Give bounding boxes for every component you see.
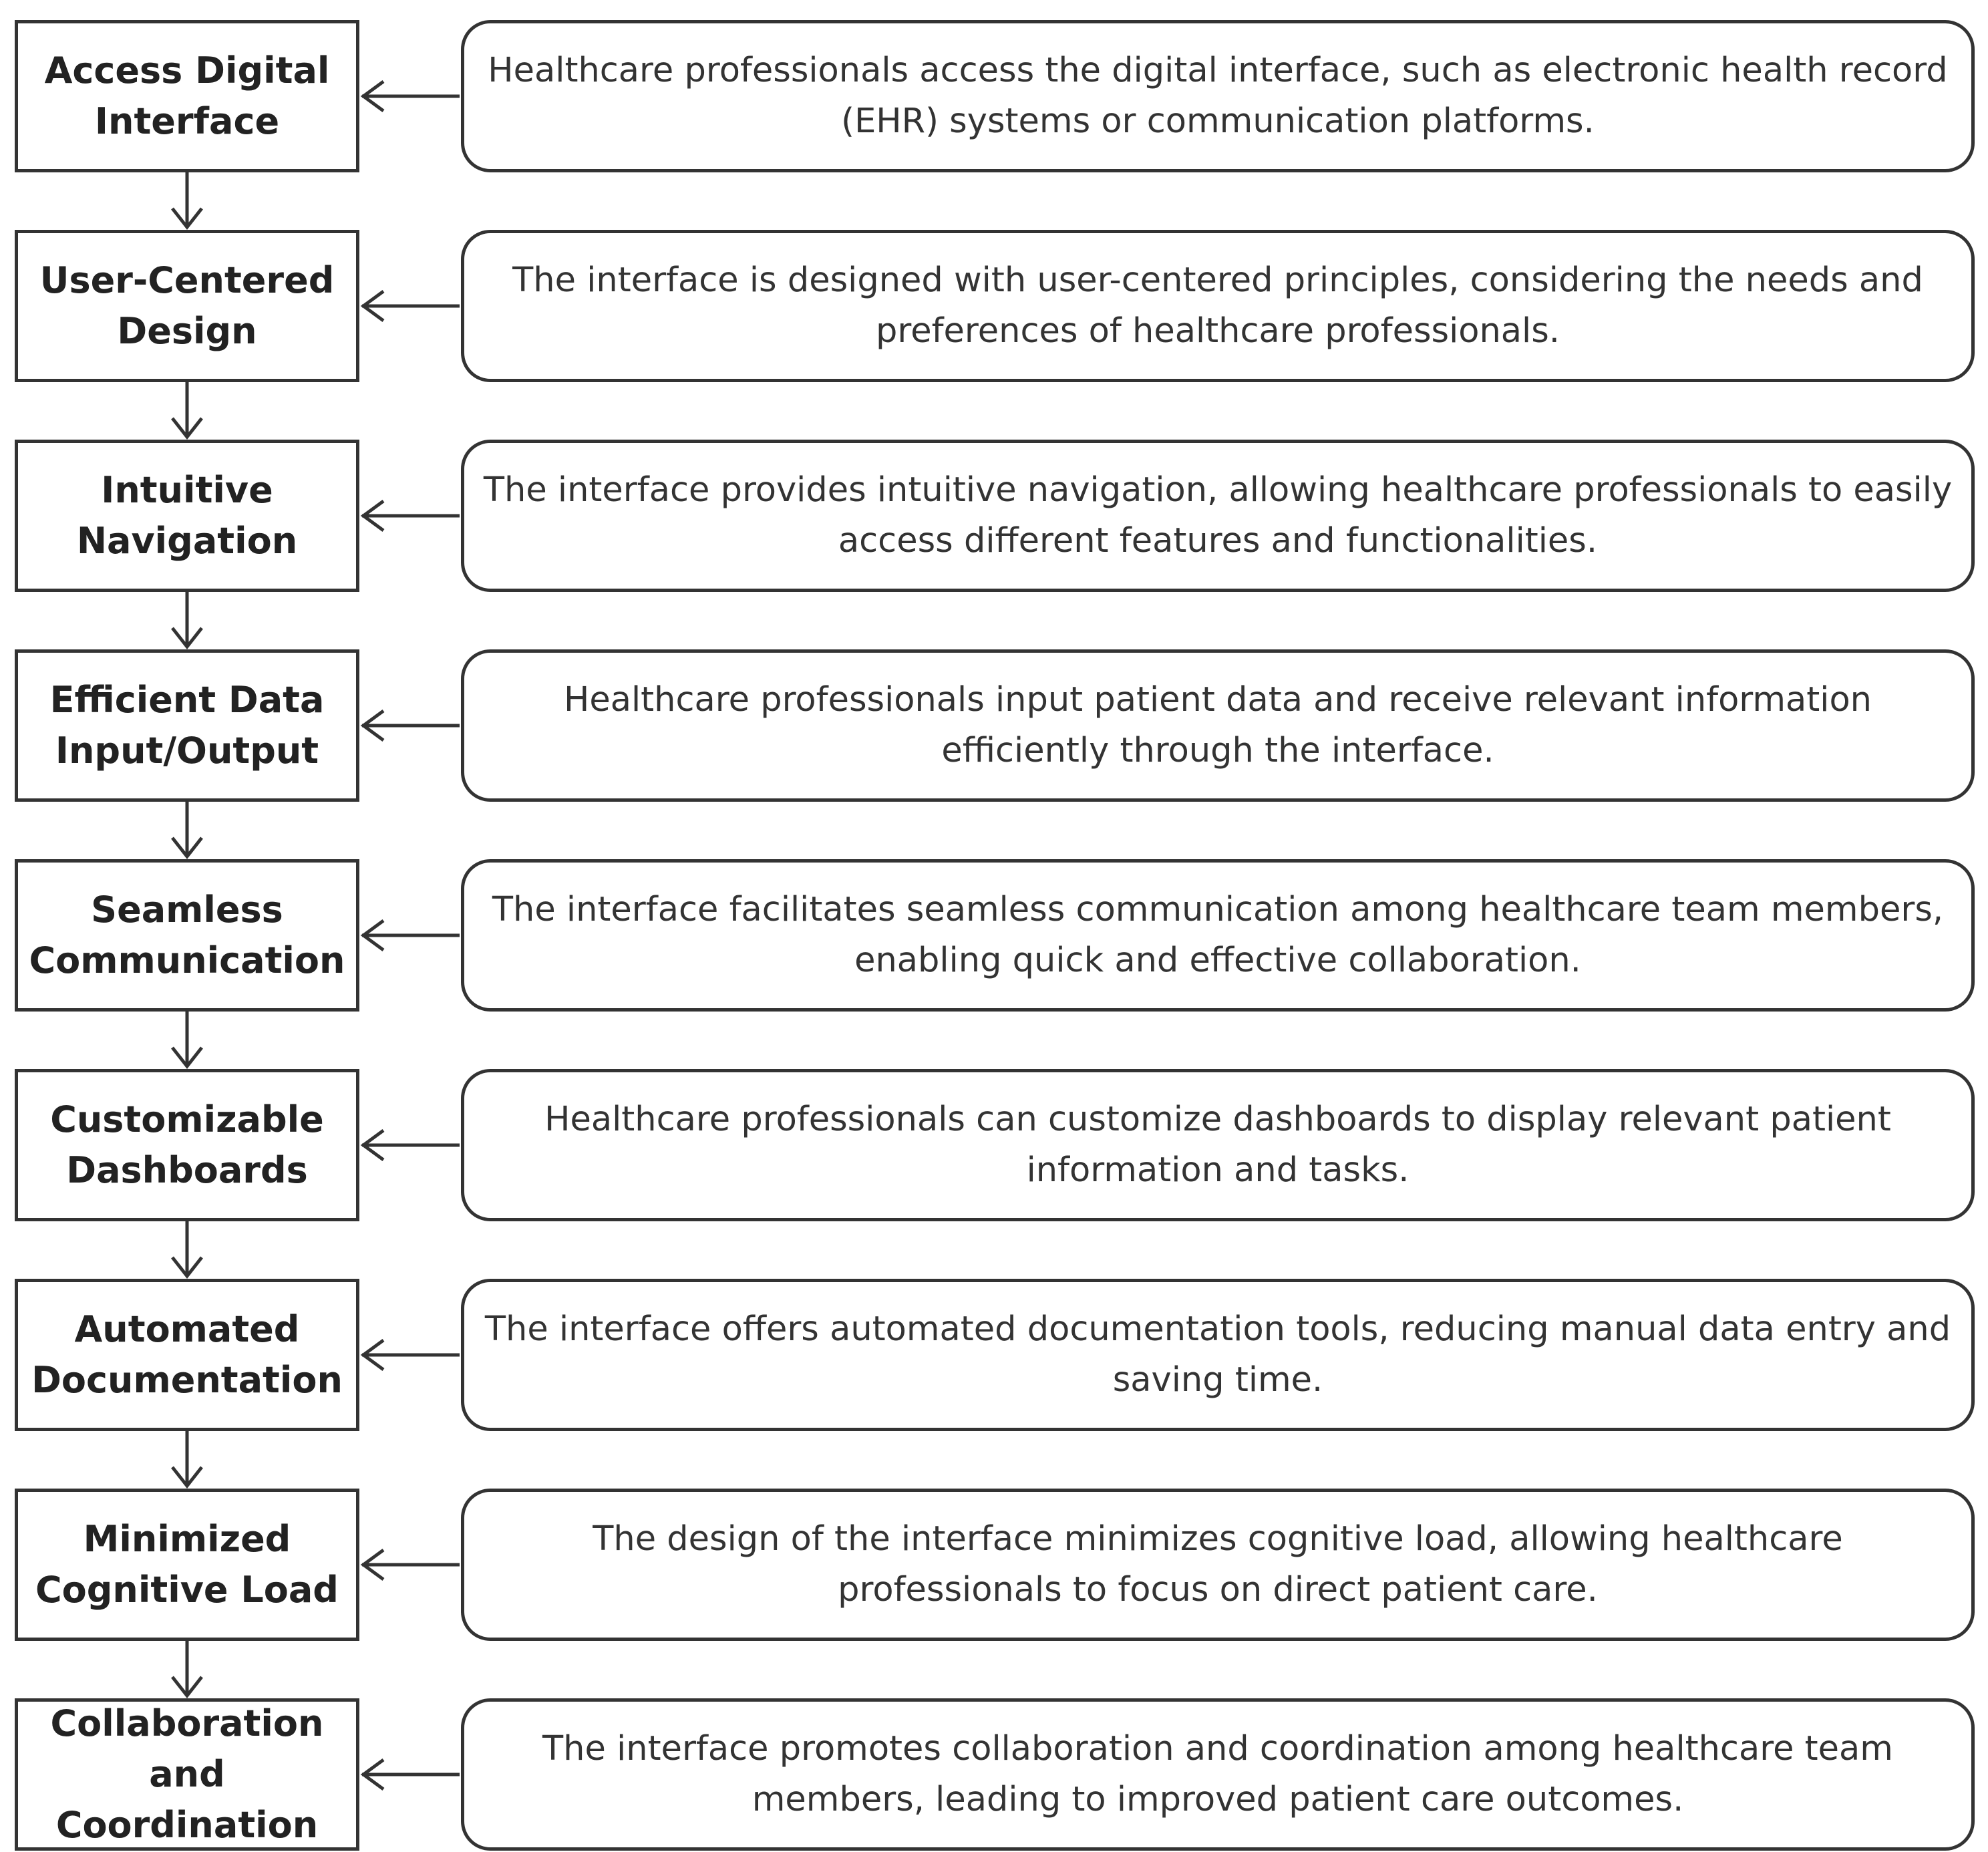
description-box-collaboration-and-coordination: The interface promotes collaboration and… [461, 1698, 1975, 1851]
down-arrowhead-icon [171, 1466, 203, 1489]
step-box-efficient-data-input-output: Efficient Data Input/Output [15, 649, 359, 802]
description-text: The interface provides intuitive navigat… [483, 470, 1953, 561]
description-text: Healthcare professionals access the digi… [488, 51, 1948, 141]
down-arrowhead-icon [171, 1046, 203, 1070]
step-box-user-centered-design: User-Centered Design [15, 230, 359, 382]
down-arrowhead-icon [171, 207, 203, 230]
down-arrowhead-icon [171, 627, 203, 650]
description-box-seamless-communication: The interface facilitates seamless commu… [461, 859, 1975, 1012]
description-text: The interface is designed with user-cent… [512, 261, 1923, 351]
description-box-customizable-dashboards: Healthcare professionals can customize d… [461, 1069, 1975, 1221]
step-box-minimized-cognitive-load: Minimized Cognitive Load [15, 1489, 359, 1641]
left-arrowhead-icon [360, 1758, 385, 1791]
down-arrowhead-icon [171, 1256, 203, 1279]
down-arrowhead-icon [171, 417, 203, 440]
description-text: Healthcare professionals can customize d… [544, 1100, 1891, 1190]
description-text: The interface offers automated documenta… [484, 1309, 1951, 1400]
step-label: Seamless Communication [29, 889, 345, 981]
down-arrowhead-icon [171, 836, 203, 860]
description-box-efficient-data-input-output: Healthcare professionals input patient d… [461, 649, 1975, 802]
step-label: Intuitive Navigation [76, 469, 298, 562]
description-text: The design of the interface minimizes co… [593, 1519, 1843, 1609]
step-label: Minimized Cognitive Load [35, 1518, 339, 1611]
description-box-intuitive-navigation: The interface provides intuitive navigat… [461, 440, 1975, 592]
left-arrowhead-icon [360, 709, 385, 742]
step-label: User-Centered Design [39, 259, 335, 352]
description-text: The interface facilitates seamless commu… [492, 890, 1944, 980]
step-box-collaboration-and-coordination: Collaboration and Coordination [15, 1698, 359, 1851]
description-box-minimized-cognitive-load: The design of the interface minimizes co… [461, 1489, 1975, 1641]
description-box-access-digital-interface: Healthcare professionals access the digi… [461, 20, 1975, 172]
left-arrowhead-icon [360, 1548, 385, 1581]
step-label: Efficient Data Input/Output [49, 679, 325, 772]
step-box-customizable-dashboards: Customizable Dashboards [15, 1069, 359, 1221]
left-arrowhead-icon [360, 80, 385, 113]
description-box-automated-documentation: The interface offers automated documenta… [461, 1279, 1975, 1431]
step-label: Access Digital Interface [44, 49, 330, 142]
step-label: Collaboration and Coordination [50, 1702, 324, 1846]
description-text: The interface promotes collaboration and… [542, 1729, 1893, 1819]
step-box-automated-documentation: Automated Documentation [15, 1279, 359, 1431]
step-box-intuitive-navigation: Intuitive Navigation [15, 440, 359, 592]
left-arrowhead-icon [360, 499, 385, 532]
left-arrowhead-icon [360, 1128, 385, 1162]
description-box-user-centered-design: The interface is designed with user-cent… [461, 230, 1975, 382]
left-arrowhead-icon [360, 919, 385, 952]
step-box-access-digital-interface: Access Digital Interface [15, 20, 359, 172]
down-arrowhead-icon [171, 1676, 203, 1699]
left-arrowhead-icon [360, 1338, 385, 1372]
description-text: Healthcare professionals input patient d… [564, 680, 1872, 770]
step-label: Automated Documentation [31, 1308, 343, 1401]
step-label: Customizable Dashboards [50, 1098, 324, 1191]
left-arrowhead-icon [360, 289, 385, 323]
step-box-seamless-communication: Seamless Communication [15, 859, 359, 1012]
